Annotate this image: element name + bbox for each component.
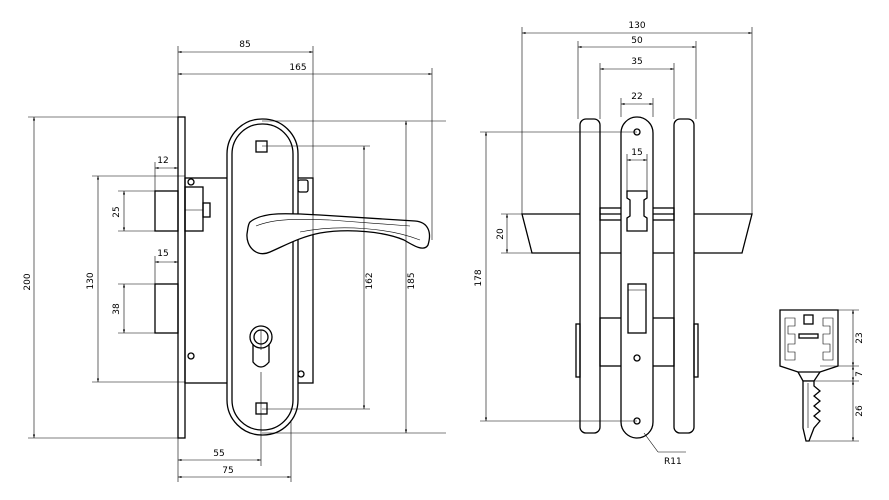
side-plate-right [673,118,695,434]
front-view: 85 165 200 12 25 130 [23,40,446,482]
key-dim-23: 23 [855,332,865,343]
side-dim-15: 15 [631,148,642,158]
plate-square-hole [255,140,268,153]
dim-75: 75 [222,466,233,476]
side-faceplate [620,116,654,439]
case-screw [297,370,305,378]
key-blade [802,380,822,442]
cylinder-keyhole [249,325,273,368]
dim-38: 38 [112,303,122,315]
side-dim-r11: R11 [664,457,682,467]
side-dimensions: 130 50 35 22 15 20 [474,21,753,467]
side-dim-35: 35 [631,57,642,67]
lever-handle [246,213,431,255]
key-dim-26: 26 [855,405,865,417]
escutcheon-plate [226,118,299,436]
key-drawing: 23 7 26 [779,309,865,442]
key-dimensions: 23 7 26 [809,309,865,442]
dim-15: 15 [157,249,168,259]
side-dim-22: 22 [631,92,642,102]
lock-faceplate [177,116,186,439]
key-dim-7: 7 [855,371,865,377]
front-dimensions: 85 165 200 12 25 130 [23,40,446,482]
dead-bolt [154,283,179,334]
side-plate-left [579,118,601,434]
dim-162: 162 [365,272,375,289]
plate-square-hole [255,402,268,415]
side-dim-130: 130 [628,21,645,31]
dim-85: 85 [239,40,250,50]
latch-bolt [154,186,211,232]
dim-55: 55 [213,449,224,459]
case-screw [187,352,195,360]
side-dim-178: 178 [474,269,484,286]
dim-12: 12 [157,156,168,166]
side-view: 130 50 35 22 15 20 [474,21,753,467]
case-screw [187,178,195,186]
key-head [779,309,839,373]
side-dim-50: 50 [631,36,643,46]
dim-130: 130 [86,272,96,289]
dim-165: 165 [289,63,306,73]
side-dim-20: 20 [496,228,506,240]
dim-200: 200 [23,273,33,290]
dim-185: 185 [407,272,417,289]
dim-25: 25 [112,206,122,217]
